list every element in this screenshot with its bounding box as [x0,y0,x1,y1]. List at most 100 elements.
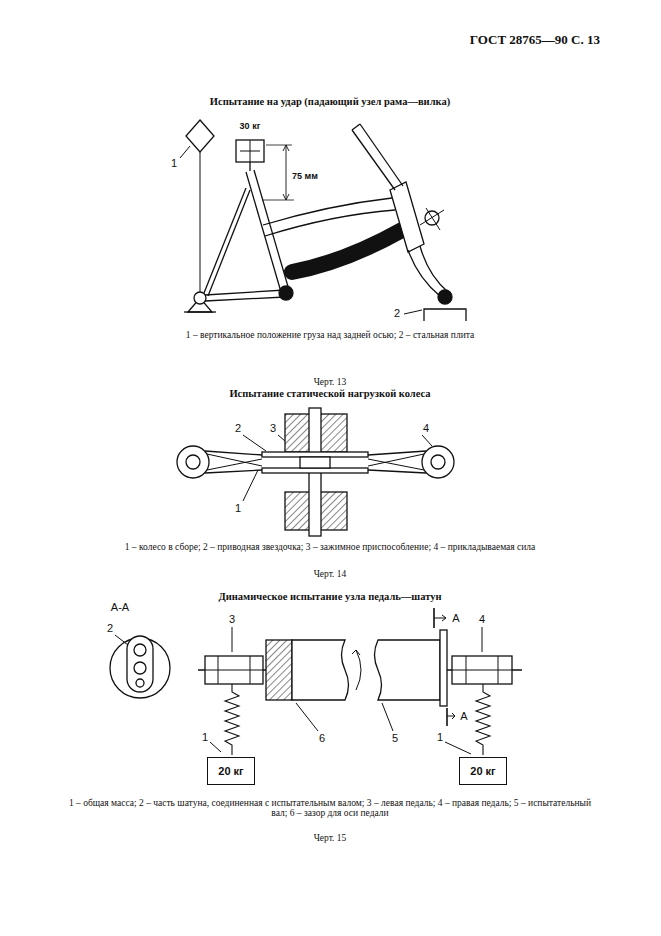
rim [186,455,200,469]
left-pedal [205,656,263,684]
crank-hole [134,662,146,674]
figure-title: Динамическое испытание узла педаль—шатун [218,591,441,602]
right-pedal [452,656,512,684]
callout-number: 2 [235,422,241,434]
dimension-label: 30 кг [240,121,261,131]
test-shaft [292,640,349,700]
leader-line [482,627,483,652]
leader-line [243,435,266,451]
crank-block [266,640,292,700]
section-mark [446,708,448,726]
crank-part [127,636,153,692]
bottom-bracket [279,286,293,300]
callout-number: 3 [229,613,235,625]
frame-fork-drop-test [180,120,466,321]
extension-line [266,145,292,146]
sprocket [262,452,368,457]
top-tube [265,210,395,236]
crank-hole [134,644,146,656]
leader-line [445,742,471,754]
leader-line [422,435,432,446]
page-header: ГОСТ 28765—90 С. 13 [470,32,600,48]
seat-stay [204,188,246,293]
head-tube [390,182,424,252]
down-tube [292,230,402,272]
top-tube [263,198,392,225]
steel-plate [424,309,466,321]
fork [408,246,448,296]
chain-stay [205,297,285,301]
figure-title: Испытание статической нагрузкой колеса [229,388,430,399]
rim [431,455,445,469]
dimension-label: 75 мм [292,171,318,181]
weight-label: 20 кг [470,765,495,777]
weight-box [236,140,264,162]
callout-number: 1 [202,731,208,743]
callout-number: А [452,612,459,624]
callout-number: А [460,710,467,722]
weight-cross [240,140,260,162]
figure-caption: 1 – общая масса; 2 – часть шатуна, соеди… [65,798,595,818]
weight-box: 20 кг [459,757,507,785]
spring [225,684,239,755]
seat-tube [246,172,281,292]
front-axle [438,290,452,304]
leader-line [278,435,285,441]
weight-rod [249,162,250,171]
leader-line [296,703,318,731]
test-shaft [375,640,441,700]
dimension-arrows [283,145,289,200]
callout-number: 1 [437,731,443,743]
rim-lines [205,451,426,473]
callout-number: 1 [171,157,177,169]
crank-hole [136,679,144,687]
section-arrow [447,713,455,719]
figure-caption: 1 – колесо в сборе; 2 – приводная звездо… [40,542,620,552]
callout-number: 4 [479,613,485,625]
callout-number: А-А [111,601,129,613]
chain-stay [205,290,285,295]
wheel-static-test [177,408,454,536]
weight-box: 20 кг [207,757,255,785]
callout-number: 5 [392,732,398,744]
rear-axle [194,292,206,304]
flange [440,630,447,706]
rotation-arc [356,650,361,690]
callout-number: 2 [107,622,113,634]
figure-caption: Черт. 15 [314,833,347,843]
seat-stay [208,190,250,296]
extension-line [262,200,294,201]
leader-line [382,703,393,731]
dimension-line [286,145,287,200]
leader-line [243,470,258,501]
tire [177,446,209,478]
vertical-line [200,152,201,292]
callout-number: 6 [319,732,325,744]
weight-label: 20 кг [218,765,243,777]
callout-number: 2 [394,307,400,319]
figure-caption: Черт. 14 [314,569,347,579]
leader-line [115,635,128,645]
pedal-crank-test [110,608,522,755]
figure-caption: 1 – вертикальное положение груза над зад… [186,330,474,340]
rear-support-base [184,311,216,312]
leader-line [404,310,422,314]
leader-line [210,742,221,752]
sprocket [262,468,368,473]
leader-line [180,146,190,158]
tire [422,446,454,478]
section-arrow [434,615,446,621]
rotation-arrow [352,650,360,655]
hub [300,457,330,468]
pedal-detail [205,656,263,684]
figure-caption: Черт. 13 [314,377,347,387]
pedal-detail [452,656,512,684]
callout-number: 4 [423,422,429,434]
weight-position [186,120,214,152]
leader-line [232,627,233,652]
spokes [207,454,424,470]
callout-number: 3 [270,422,276,434]
clamp-lines [420,208,444,230]
